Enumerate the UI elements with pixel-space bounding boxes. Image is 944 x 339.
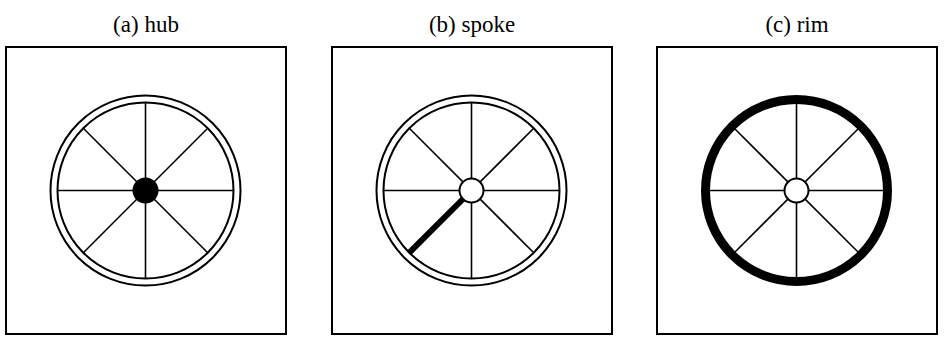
panel-heading: (c) rim xyxy=(658,12,936,38)
panel-heading: (b) spoke xyxy=(333,12,611,38)
wheel-hub-highlight xyxy=(51,96,241,286)
wheel-panel: (b) spoke xyxy=(331,46,613,335)
wheel-panel: (a) hub xyxy=(5,46,287,335)
wheel-panel: (c) rim xyxy=(656,46,938,335)
wheel-rim-highlight xyxy=(706,100,888,282)
wheel-spoke-highlight xyxy=(377,96,567,286)
panel-heading: (a) hub xyxy=(7,12,285,38)
